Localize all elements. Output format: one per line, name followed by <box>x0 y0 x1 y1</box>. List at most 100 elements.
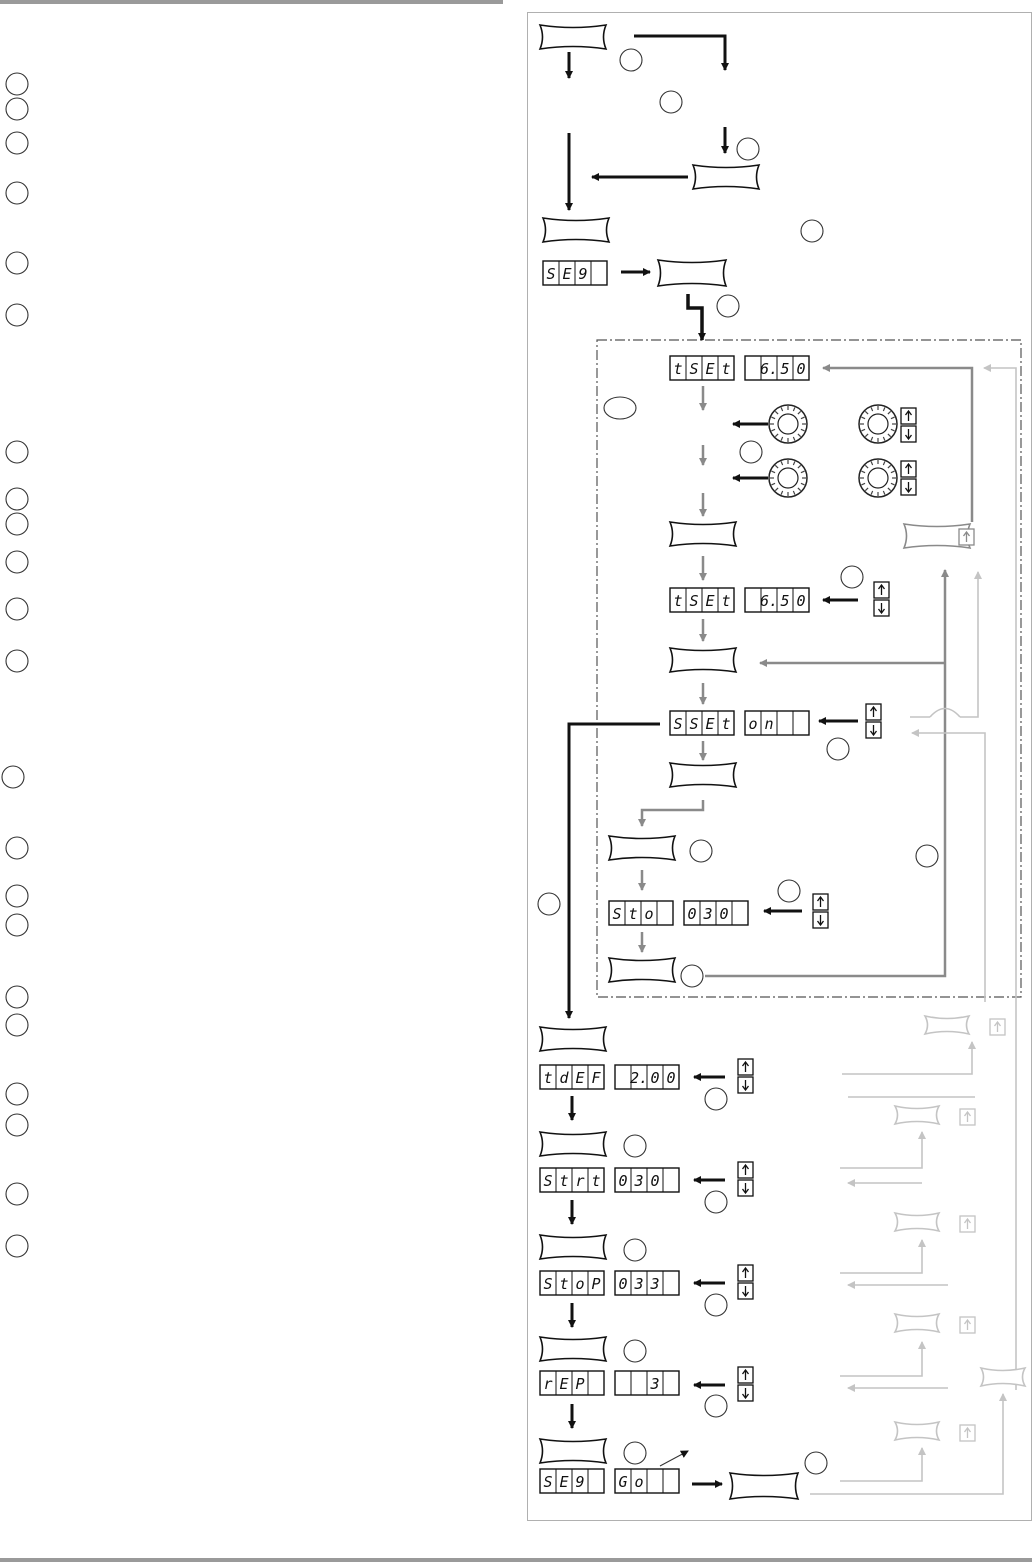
seg-char: t <box>673 360 682 378</box>
seg-char: E <box>559 1375 568 1393</box>
seg-char: o <box>644 905 653 923</box>
knob-tick <box>800 428 805 432</box>
arrow-head <box>904 462 913 469</box>
left-step-marker <box>5 303 29 327</box>
knob-tick <box>870 490 874 495</box>
step-circle-icon <box>603 396 637 420</box>
key-button-icon <box>728 1472 800 1500</box>
step-circle-icon <box>800 219 824 243</box>
segment-displays: S E 9 t S E t 6. 5 0 <box>539 260 810 1494</box>
arrow-head <box>869 730 878 737</box>
arrow-head <box>816 920 825 927</box>
knob-tick <box>890 482 895 486</box>
flow-arrow <box>634 34 729 71</box>
knob-tick <box>882 407 886 412</box>
seg-char: 3 <box>649 1275 659 1293</box>
knob-tick <box>780 407 784 412</box>
seg-char: r <box>575 1172 584 1190</box>
step-circle-icon <box>659 90 683 114</box>
seg-char: t <box>721 715 730 733</box>
knob-tick <box>861 482 866 486</box>
step-circle-icon <box>5 303 29 327</box>
arrow-head <box>869 705 878 712</box>
step-circle-icon <box>5 649 29 673</box>
knob-tick <box>882 490 886 495</box>
seg-char: 0 <box>650 1172 659 1190</box>
knob-tick <box>800 470 805 474</box>
knob-tick <box>774 487 779 492</box>
seg-char: S <box>689 715 698 733</box>
step-circle-icon <box>537 892 561 916</box>
knob-tick <box>780 490 784 495</box>
step-circle-icon <box>5 512 29 536</box>
flow-arrow <box>638 800 705 827</box>
knob-tick <box>861 470 866 474</box>
arrow-head <box>963 1217 972 1224</box>
flow-arrow <box>960 571 982 718</box>
seg-char: P <box>575 1375 584 1393</box>
seg-char: t <box>591 1172 600 1190</box>
key-button-icon <box>538 1233 608 1261</box>
left-step-marker <box>5 649 29 673</box>
step-circle-icon <box>5 97 29 121</box>
arrow-head <box>741 1060 750 1067</box>
seg-char: E <box>705 715 714 733</box>
seg-char: o <box>634 1473 643 1491</box>
seg-char: E <box>705 592 714 610</box>
left-step-marker <box>5 1113 29 1137</box>
key-buttons <box>538 23 1027 1500</box>
up-down-button-icon <box>737 1366 754 1402</box>
display-strt-value: 0 3 0 <box>614 1167 680 1193</box>
step-circle-icon <box>915 844 939 868</box>
left-step-marker <box>5 836 29 860</box>
rotary-knobs <box>768 404 898 498</box>
seg-char: S <box>612 905 621 923</box>
knob-tick <box>797 464 802 469</box>
seg-char: F <box>591 1069 601 1087</box>
seg-char: n <box>764 715 773 733</box>
knob-outer <box>858 404 898 444</box>
seg-char: G <box>618 1473 627 1491</box>
step-circle-icon <box>5 836 29 860</box>
step-circle-icon <box>5 985 29 1009</box>
knob-tick <box>887 433 892 438</box>
step-circle-icon <box>623 1441 647 1465</box>
knob-tick <box>771 470 776 474</box>
seg-char: 3 <box>633 1275 643 1293</box>
seg-char: 5 <box>780 360 789 378</box>
seg-char: 6. <box>760 360 778 378</box>
up-down-button-icon <box>959 1316 976 1334</box>
knob-tick <box>797 433 802 438</box>
flow-arrow <box>840 1341 926 1377</box>
subsequence-frame <box>596 339 1022 998</box>
seg-char: E <box>705 360 714 378</box>
rotary-knob-icon <box>768 404 808 444</box>
arrow-head <box>741 1291 750 1298</box>
seg-char: 3 <box>702 905 712 923</box>
seg-char: S <box>543 1473 552 1491</box>
flow-arrow <box>929 707 961 718</box>
display-sset-value: o n <box>744 710 810 736</box>
knob-tick <box>864 487 869 492</box>
seg-char: t <box>559 1275 568 1293</box>
knob-inner <box>777 467 799 489</box>
knob-tick <box>887 487 892 492</box>
arrow-head <box>904 434 913 441</box>
step-circle-icon <box>5 550 29 574</box>
knob-tick <box>771 428 776 432</box>
knob-tick <box>800 482 805 486</box>
knob-tick <box>774 410 779 415</box>
left-step-marker <box>5 1013 29 1037</box>
up-down-button-icon <box>959 1215 976 1233</box>
rotary-knob-icon <box>858 458 898 498</box>
step-circle-icon <box>704 1394 728 1418</box>
left-step-marker <box>5 97 29 121</box>
seg-char: P <box>591 1275 600 1293</box>
flow-arrow <box>686 294 706 341</box>
left-step-marker <box>5 1234 29 1258</box>
display-seq-top: S E 9 <box>542 260 608 286</box>
step-circle-icon <box>680 964 704 988</box>
step-circles <box>537 48 939 1475</box>
step-circle-icon <box>619 48 643 72</box>
left-step-marker <box>5 884 29 908</box>
